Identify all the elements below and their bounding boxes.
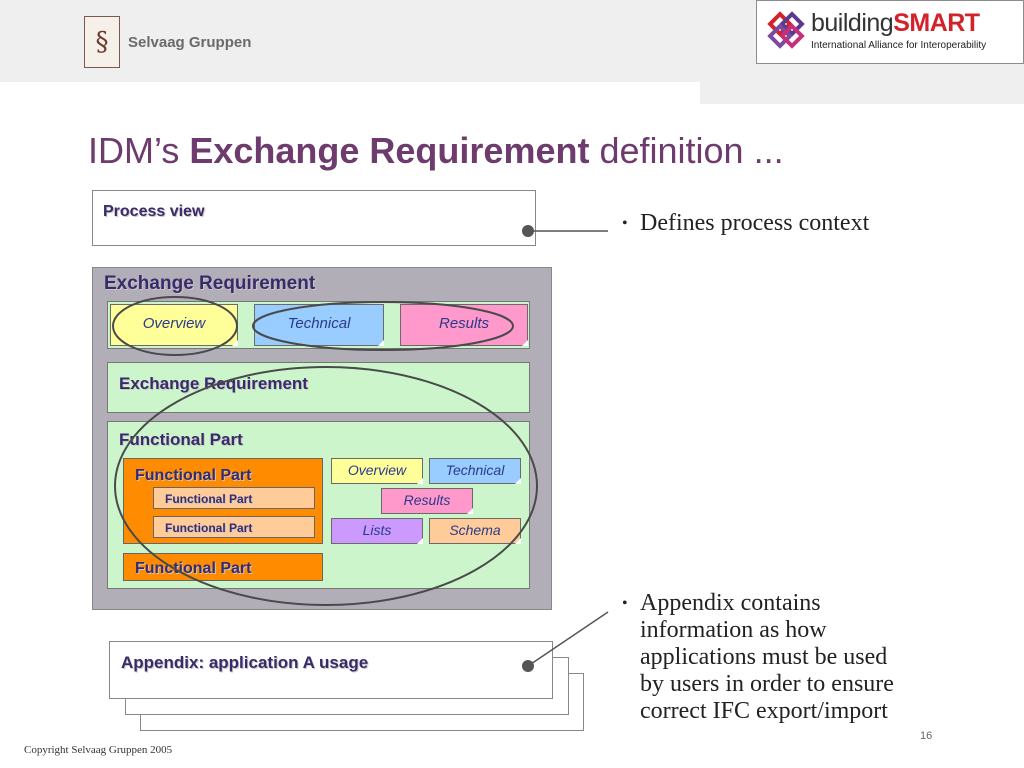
copyright-notice: Copyright Selvaag Gruppen 2005	[24, 744, 173, 756]
technical-results-highlight-ellipse	[252, 301, 514, 351]
buildingsmart-emblem-icon	[767, 11, 805, 49]
functional-part-bottom-label: Functional Part	[135, 560, 252, 577]
appendix-box: Appendix: application A usage	[109, 641, 553, 699]
exchange-requirement-outer-label: Exchange Requirement	[104, 273, 316, 294]
process-connector-dot	[522, 225, 534, 237]
bullet-dot-icon: •	[622, 215, 628, 232]
appendix-connector-line	[527, 611, 609, 667]
fp-doc-results: Results	[381, 488, 473, 514]
functional-part-sub-1-label: Functional Part	[165, 492, 253, 506]
fp-doc-schema-label: Schema	[449, 522, 501, 538]
fp-doc-overview-label: Overview	[347, 462, 407, 478]
title-part-1: IDM’s	[88, 130, 190, 171]
appendix-label: Appendix: application A usage	[121, 653, 369, 672]
functional-part-sub-2: Functional Part	[153, 516, 315, 538]
buildingsmart-tagline: International Alliance for Interoperabil…	[811, 40, 987, 51]
buildingsmart-name: buildingSMART	[811, 9, 980, 38]
header-tab	[700, 82, 1024, 104]
page-number: 16	[920, 730, 933, 742]
fp-doc-results-label: Results	[403, 492, 451, 508]
bullet-appendix-line-3: applications must be used	[640, 644, 888, 670]
bullet-appendix-line-4: by users in order to ensure	[640, 671, 894, 697]
bullet-appendix-line-1: Appendix contains	[640, 590, 821, 616]
appendix-connector-dot	[522, 660, 534, 672]
bullet-appendix-line-5: correct IFC export/import	[640, 698, 888, 724]
doc-results-label: Results	[438, 315, 490, 332]
fp-doc-technical-label: Technical	[445, 462, 505, 478]
fp-doc-lists: Lists	[331, 518, 423, 544]
bullet-dot-icon: •	[622, 595, 628, 612]
buildingsmart-logo: buildingSMART International Alliance for…	[756, 0, 1024, 64]
title-part-2: Exchange Requirement	[189, 130, 590, 171]
bullet-appendix-line-2: information as how	[640, 617, 827, 643]
overview-highlight-ellipse	[112, 296, 238, 356]
buildingsmart-name-a: building	[811, 9, 894, 37]
fp-doc-technical: Technical	[429, 458, 521, 484]
fp-doc-schema: Schema	[429, 518, 521, 544]
bullet-process-context: • Defines process context	[622, 210, 870, 237]
functional-part-outer-label: Functional Part	[119, 430, 243, 449]
functional-part-sub-2-label: Functional Part	[165, 521, 253, 535]
selvaag-emblem-icon: §	[84, 16, 120, 68]
exchange-requirement-inner-label: Exchange Requirement	[119, 374, 308, 393]
buildingsmart-name-b: SMART	[893, 9, 980, 37]
selvaag-logo: § Selvaag Gruppen	[84, 16, 251, 68]
exchange-requirement-inner: Exchange Requirement	[107, 362, 530, 413]
doc-overview-label: Overview	[142, 315, 206, 332]
fp-doc-overview: Overview	[331, 458, 423, 484]
process-view-label: Process view	[103, 203, 205, 220]
slide-title: IDM’s Exchange Requirement definition ..…	[88, 130, 784, 172]
selvaag-logo-text: Selvaag Gruppen	[128, 33, 252, 51]
fp-doc-lists-label: Lists	[362, 522, 392, 538]
doc-technical-label: Technical	[287, 315, 351, 332]
doc-overview: Overview	[110, 304, 238, 346]
bullet-appendix: • Appendix contains information as how a…	[622, 590, 894, 725]
process-view-box: Process view	[92, 190, 536, 246]
functional-part-highlight-ellipse	[114, 366, 538, 606]
title-part-3: definition ...	[589, 130, 784, 171]
functional-part-sub-1: Functional Part	[153, 487, 315, 509]
functional-part-orange-label: Functional Part	[135, 467, 252, 484]
bullet-process-context-text: Defines process context	[640, 210, 870, 236]
